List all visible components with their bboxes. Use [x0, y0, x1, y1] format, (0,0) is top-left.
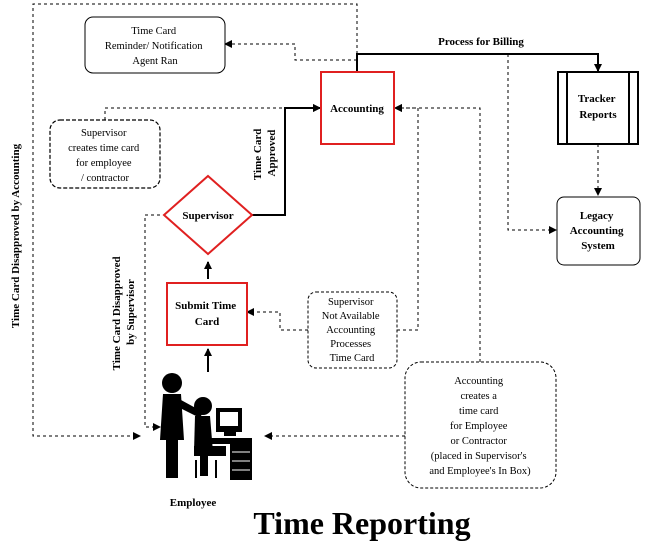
node-accounting-creates: Accounting creates a time card for Emplo… [404, 361, 557, 489]
node-accounting: Accounting [320, 71, 395, 145]
not-available-line-4: Processes [330, 339, 371, 350]
node-supervisor-not-available: Supervisor Not Available Accounting Proc… [307, 291, 398, 369]
employee-label: Employee [170, 497, 217, 509]
diagram-title: Time Reporting [253, 505, 470, 541]
label-time-card-disapproved-by-supervisor: Time Card Disapproved by Supervisor [111, 254, 137, 371]
svg-text:Legacy Accounting: Legacy Accounting System [570, 210, 627, 252]
node-submit-time-card: Submit Time Card [166, 282, 248, 346]
edge-process-for-billing [356, 53, 602, 72]
edge-billing-to-legacy [507, 54, 557, 234]
reminder-line-2: Reminder/ Notification [105, 41, 203, 52]
supervisor-creates-line-1: Supervisor [81, 128, 127, 139]
reminder-line-1: Time Card [131, 26, 177, 37]
accounting-label: Accounting [330, 103, 384, 115]
accounting-creates-line-1: Accounting [454, 376, 504, 387]
edge-supervisor-creates-to-accounting [104, 104, 321, 120]
edge-not-available-to-accounting [394, 104, 419, 331]
employee-icon [160, 373, 252, 480]
label-process-for-billing: Process for Billing [438, 36, 524, 48]
edge-disapproved-by-supervisor [144, 214, 166, 431]
node-tracker-reports: Tracker Reports [557, 71, 639, 145]
submit-line-2: Card [195, 316, 219, 328]
svg-text:Accounting creates a: Accounting creates a time card for Emplo… [429, 376, 531, 477]
svg-text:Supervisor creates time: Supervisor creates time card for employe… [68, 128, 142, 184]
node-reminder: Time Card Reminder/ Notification Agent R… [84, 16, 226, 74]
accounting-creates-line-2: creates a [460, 391, 497, 402]
supervisor-label: Supervisor [182, 210, 233, 222]
submit-line-1: Submit Time [175, 300, 236, 312]
svg-text:Time Card Reminder/ Noti: Time Card Reminder/ Notification Agent R… [105, 26, 205, 67]
node-supervisor: Supervisor [162, 174, 254, 256]
node-legacy-accounting-system: Legacy Accounting System [556, 196, 641, 266]
svg-text:Tracker Reports: Tracker Reports [578, 93, 618, 121]
node-supervisor-creates: Supervisor creates time card for employe… [49, 119, 161, 189]
edge-disapproved-by-accounting [32, 3, 358, 440]
svg-text:Supervisor Not Available: Supervisor Not Available Accounting Proc… [322, 297, 382, 364]
accounting-creates-line-5: or Contractor [451, 436, 508, 447]
legacy-line-3: System [581, 240, 615, 252]
edge-not-available-to-submit [246, 308, 308, 331]
accounting-creates-line-4: for Employee [450, 421, 508, 432]
label-disapproved-by-accounting: Time Card Disapproved by Accounting [10, 143, 22, 328]
accounting-creates-line-3: time card [459, 406, 499, 417]
not-available-line-5: Time Card [330, 353, 376, 364]
svg-text:Submit Time Card: Submit Time Card [175, 300, 239, 328]
reminder-line-3: Agent Ran [132, 56, 178, 67]
accounting-creates-line-6: (placed in Supervisor's [431, 451, 527, 462]
not-available-line-2: Not Available [322, 311, 380, 322]
accounting-creates-line-7: and Employee's In Box) [429, 466, 531, 477]
edge-accounting-to-reminder [224, 40, 357, 61]
label-time-card-approved: Time Card Approved [252, 126, 278, 180]
not-available-line-3: Accounting [326, 325, 376, 336]
edge-approved [252, 104, 321, 216]
edge-accounting-creates-to-accounting [394, 104, 481, 362]
legacy-line-1: Legacy [580, 210, 614, 222]
supervisor-creates-line-4: / contractor [81, 173, 130, 184]
tracker-line-2: Reports [579, 109, 617, 121]
supervisor-creates-line-3: for employee [76, 158, 132, 169]
supervisor-creates-line-2: creates time card [68, 143, 140, 154]
legacy-line-2: Accounting [570, 225, 624, 237]
not-available-line-1: Supervisor [328, 297, 374, 308]
tracker-line-1: Tracker [578, 93, 616, 105]
connectors [32, 3, 602, 440]
